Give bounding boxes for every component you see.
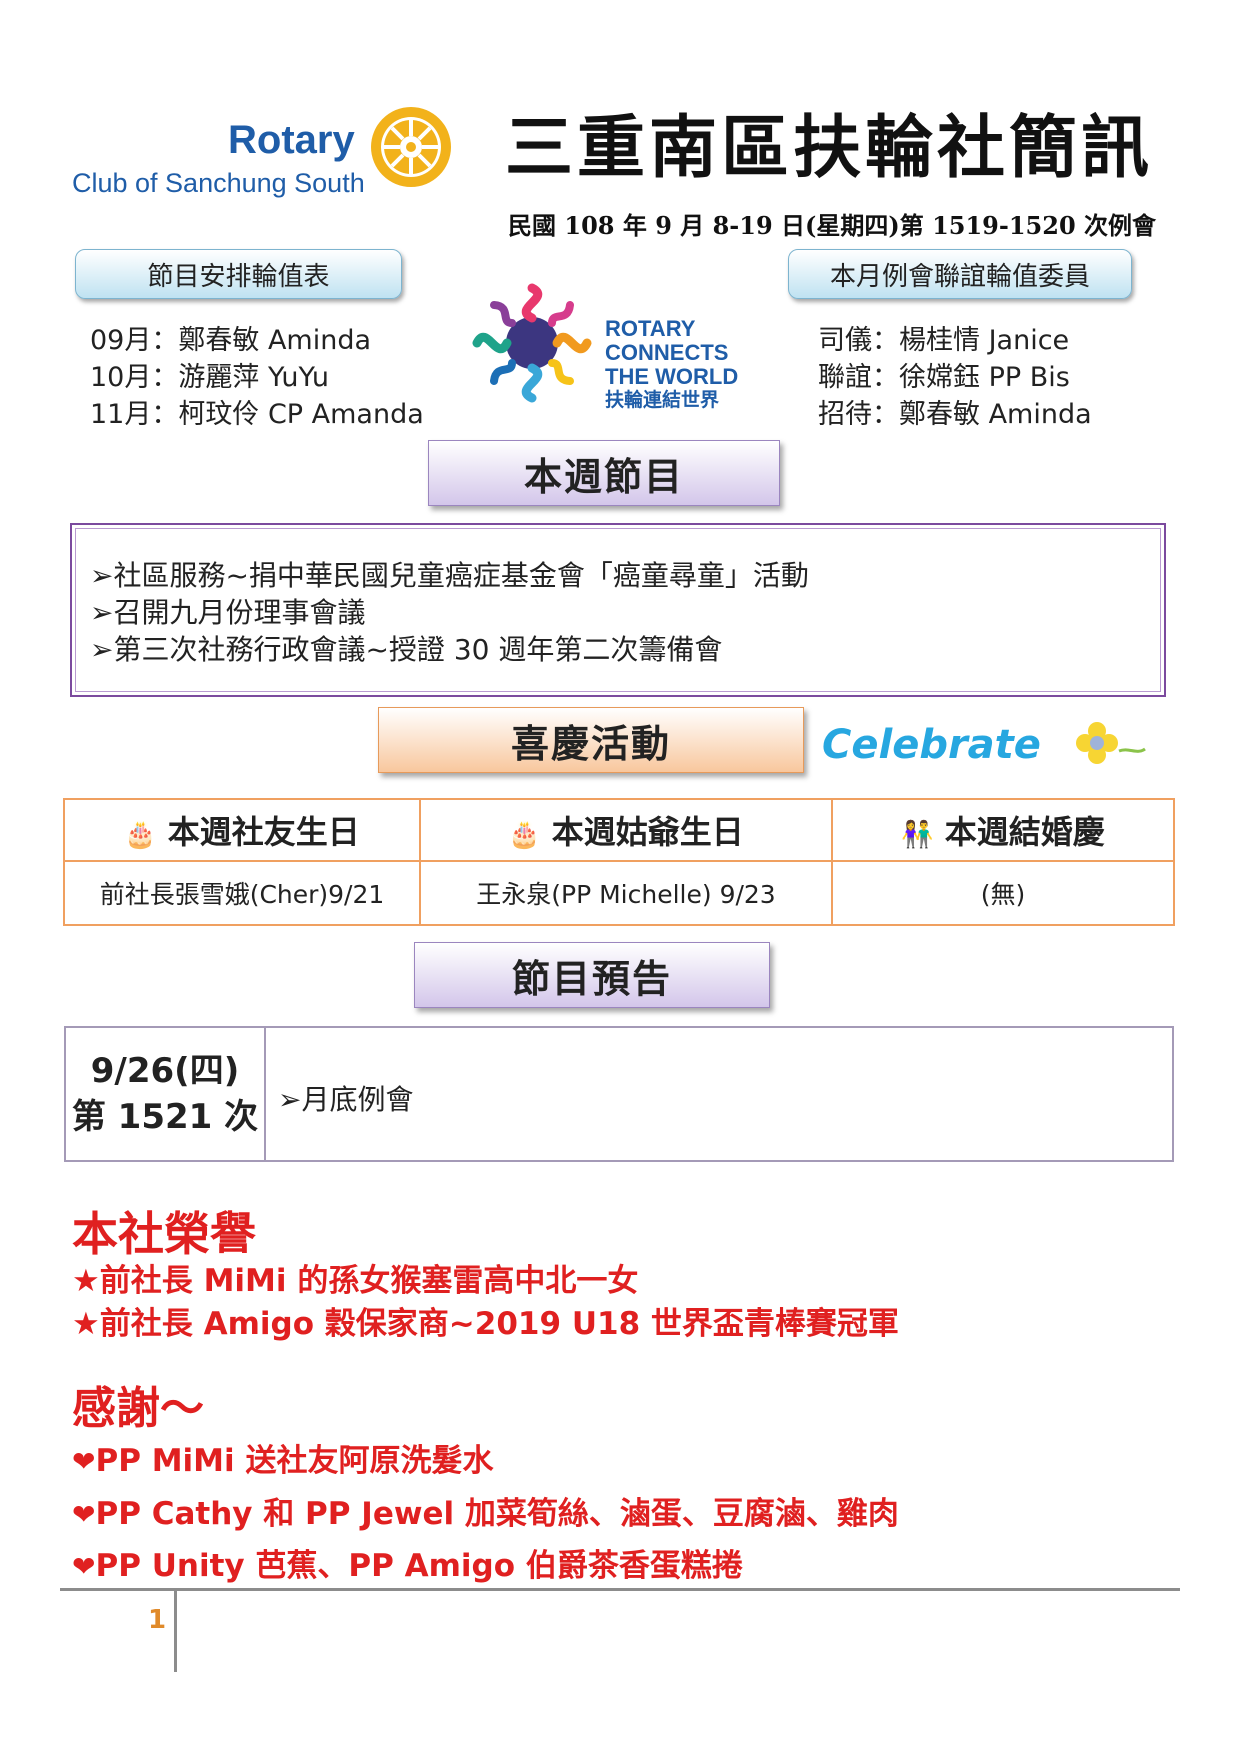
list-item: 09月：鄭春敏 Aminda	[90, 325, 372, 356]
footer-vertical-divider	[174, 1590, 177, 1672]
list-item: ❤PP MiMi 送社友阿原洗髮水	[72, 1443, 494, 1479]
list-item: ★前社長 Amigo 穀保家商~2019 U18 世界盃青棒賽冠軍	[72, 1306, 899, 1342]
table-header-cell: 🎂 本週社友生日	[63, 798, 421, 862]
preview-session: 第 1521 次	[71, 1097, 259, 1137]
celebrations-heading: 喜慶活動	[378, 707, 804, 773]
heart-icon: ❤	[72, 1445, 96, 1478]
arrow-bullet-icon: ➢	[90, 559, 114, 592]
table-cell: (無)	[831, 860, 1175, 926]
list-item: 10月：游麗萍 YuYu	[90, 362, 329, 393]
preview-date-cell: 9/26(四) 第 1521 次	[64, 1026, 266, 1162]
list-item: 聯誼：徐嫦鈺 PP Bis	[818, 362, 1070, 393]
thanks-title: 感謝～	[72, 1383, 204, 1434]
list-item: ❤PP Unity 芭蕉、PP Amigo 伯爵茶香蛋糕捲	[72, 1548, 743, 1584]
fellowship-committee-label: 本月例會聯誼輪值委員	[788, 249, 1132, 299]
theme-line-3: THE WORLD	[605, 364, 738, 389]
program-rotation-list: 09月：鄭春敏 Aminda 10月：游麗萍 YuYu 11月：柯玟伶 CP A…	[90, 322, 424, 433]
arrow-bullet-icon: ➢	[90, 633, 114, 666]
theme-line-1: ROTARY	[605, 316, 696, 341]
page-title: 三重南區扶輪社簡訊	[505, 108, 1154, 188]
preview-content-cell: ➢月底例會	[264, 1026, 1174, 1162]
arrow-bullet-icon: ➢	[90, 596, 114, 629]
cake-icon: 🎂	[508, 820, 541, 850]
list-item: ➢召開九月份理事會議	[90, 596, 366, 629]
arrow-bullet-icon: ➢	[278, 1083, 302, 1116]
meeting-date-line: 民國 108 年 9 月 8-19 日(星期四)第 1519-1520 次例會	[508, 211, 1156, 240]
honors-title: 本社榮譽	[72, 1207, 256, 1261]
theme-emblem-icon	[472, 283, 592, 403]
rotary-connects-the-world-logo: ROTARY CONNECTS THE WORLD 扶輪連結世界	[472, 283, 738, 411]
celebrations-table: 🎂 本週社友生日 🎂 本週姑爺生日 👫 本週結婚慶 前社長張雪娥(Cher)9/…	[63, 798, 1175, 926]
program-rotation-label: 節目安排輪值表	[75, 249, 402, 299]
theme-line-4: 扶輪連結世界	[605, 388, 719, 411]
table-header-cell: 👫 本週結婚慶	[831, 798, 1175, 862]
club-name: Club of Sanchung South	[72, 168, 365, 198]
table-cell: 前社長張雪娥(Cher)9/21	[63, 860, 421, 926]
table-cell: 王永泉(PP Michelle) 9/23	[419, 860, 833, 926]
this-week-heading: 本週節目	[428, 440, 780, 506]
list-item: 11月：柯玟伶 CP Amanda	[90, 399, 424, 430]
this-week-program-box: ➢社區服務~捐中華民國兒童癌症基金會「癌童尋童」活動 ➢召開九月份理事會議 ➢第…	[70, 523, 1166, 697]
page-number: 1	[148, 1605, 167, 1635]
list-item: 司儀：楊桂情 Janice	[818, 325, 1070, 356]
preview-item: 月底例會	[301, 1083, 414, 1116]
preview-heading: 節目預告	[414, 942, 770, 1008]
list-item: 招待：鄭春敏 Aminda	[818, 399, 1092, 430]
table-row: 9/26(四) 第 1521 次 ➢月底例會	[64, 1026, 1174, 1162]
wedding-couple-icon: 👫	[901, 820, 934, 850]
rotary-wheel-icon	[371, 107, 451, 187]
cake-icon: 🎂	[124, 820, 157, 850]
footer-divider	[60, 1588, 1180, 1591]
preview-date: 9/26(四)	[90, 1051, 240, 1091]
celebrate-logo: Celebrate	[822, 722, 1146, 768]
heart-icon: ❤	[72, 1550, 96, 1583]
table-header-cell: 🎂 本週姑爺生日	[419, 798, 833, 862]
preview-table: 9/26(四) 第 1521 次 ➢月底例會	[64, 1026, 1174, 1162]
list-item: ★前社長 MiMi 的孫女猴塞雷高中北一女	[72, 1263, 639, 1299]
fellowship-committee-list: 司儀：楊桂情 Janice 聯誼：徐嫦鈺 PP Bis 招待：鄭春敏 Amind…	[818, 322, 1092, 433]
theme-line-2: CONNECTS	[605, 340, 728, 365]
list-item: ➢社區服務~捐中華民國兒童癌症基金會「癌童尋童」活動	[90, 559, 809, 592]
table-row: 前社長張雪娥(Cher)9/21 王永泉(PP Michelle) 9/23 (…	[63, 860, 1175, 926]
table-header-row: 🎂 本週社友生日 🎂 本週姑爺生日 👫 本週結婚慶	[63, 798, 1175, 862]
celebrate-text: Celebrate	[822, 722, 1041, 768]
flower-icon	[1076, 722, 1146, 764]
heart-icon: ❤	[72, 1498, 96, 1531]
list-item: ➢第三次社務行政會議~授證 30 週年第二次籌備會	[90, 633, 723, 666]
list-item: ❤PP Cathy 和 PP Jewel 加菜筍絲、滷蛋、豆腐滷、雞肉	[72, 1496, 899, 1532]
rotary-logo-text: Rotary	[228, 118, 355, 162]
